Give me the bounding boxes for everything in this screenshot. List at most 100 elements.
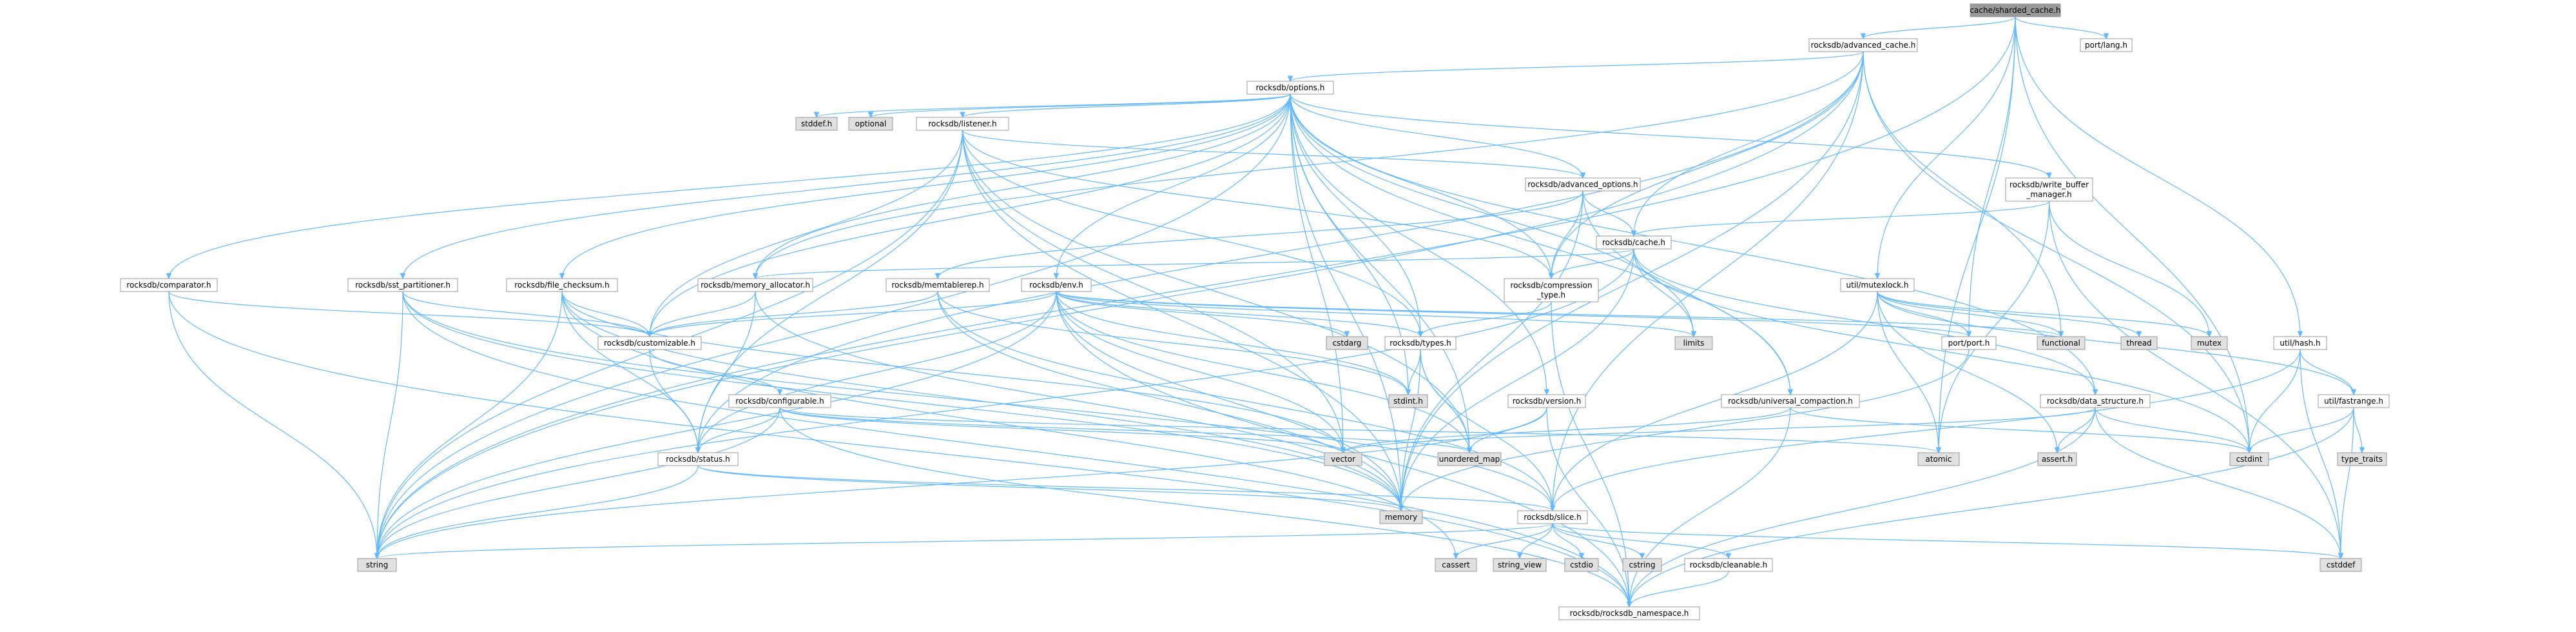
node-label: rocksdb/listener.h	[928, 119, 996, 128]
edge-slice-to-cleanable	[1552, 523, 1732, 560]
node-write-buffer-manager[interactable]: rocksdb/write_buffer_manager.h	[2005, 177, 2093, 202]
graph-edges	[166, 16, 2365, 608]
node-port-lang[interactable]: port/lang.h	[2080, 38, 2133, 52]
node-cache[interactable]: rocksdb/cache.h	[1596, 235, 1672, 250]
edge-comparator-to-customizable	[168, 291, 653, 338]
node-data-structure[interactable]: rocksdb/data_structure.h	[2040, 394, 2151, 408]
edge-cache_sharded-to-mutexlock	[1874, 16, 2016, 280]
edge-slice-to-string_view	[1516, 523, 1553, 560]
node-configurable[interactable]: rocksdb/configurable.h	[728, 394, 831, 408]
graph-nodes: cache/sharded_cache.h rocksdb/advanced_ca…	[120, 3, 2390, 620]
node-vector: vector	[1324, 452, 1362, 466]
node-label: rocksdb/memory_allocator.h	[701, 281, 810, 290]
edge-status-to-memory	[697, 465, 1404, 512]
edge-cache_sharded-to-atomic	[1935, 16, 2016, 454]
edge-advanced_options-to-memtablerep	[935, 190, 1583, 280]
node-util-hash[interactable]: util/hash.h	[2273, 336, 2327, 350]
edge-customizable-to-status	[649, 349, 701, 454]
edge-write_buffer_manager-to-atomic	[1935, 201, 2050, 454]
edge-mutexlock-to-assert	[1877, 291, 2060, 454]
node-file-checksum[interactable]: rocksdb/file_checksum.h	[506, 278, 618, 292]
node-type-traits: type_traits	[2337, 452, 2387, 466]
edge-cache-to-memory_allocator	[752, 248, 1634, 280]
node-label: cstddef	[2327, 560, 2356, 569]
node-label: memory	[1385, 513, 1417, 522]
node-label: cstdio	[1570, 560, 1593, 569]
edge-slice-to-string	[374, 523, 1553, 560]
node-cache-sharded[interactable]: cache/sharded_cache.h	[1970, 3, 2061, 17]
node-label: functional	[2042, 339, 2080, 348]
node-label: atomic	[1925, 455, 1951, 464]
edge-memtablerep-to-slice	[937, 291, 1556, 512]
node-comparator[interactable]: rocksdb/comparator.h	[120, 278, 218, 292]
edge-memory_allocator-to-memory	[755, 291, 1404, 512]
node-universal-compaction[interactable]: rocksdb/universal_compaction.h	[1721, 394, 1860, 408]
node-sst-partitioner[interactable]: rocksdb/sst_partitioner.h	[347, 278, 458, 292]
edge-cleanable-to-rocksdb_namespace	[1626, 571, 1729, 608]
edge-universal_compaction-to-vector	[1340, 407, 1791, 454]
node-label: port/port.h	[1948, 339, 1990, 348]
node-label: unordered_map	[1439, 455, 1500, 464]
edge-advanced_cache-to-cstdint	[1863, 51, 2252, 454]
edge-configurable-to-status	[695, 407, 780, 454]
node-label: rocksdb/universal_compaction.h	[1728, 397, 1853, 406]
node-slice[interactable]: rocksdb/slice.h	[1517, 510, 1588, 524]
node-label: util/hash.h	[2280, 339, 2320, 348]
node-options[interactable]: rocksdb/options.h	[1246, 81, 1334, 95]
node-memtablerep[interactable]: rocksdb/memtablerep.h	[886, 278, 990, 292]
edge-version-to-unordered_map	[1466, 407, 1547, 454]
node-cleanable[interactable]: rocksdb/cleanable.h	[1684, 558, 1773, 572]
edge-env-to-limits	[1056, 291, 1697, 338]
edge-data_structure-to-cstdint	[2095, 407, 2252, 454]
edge-configurable-to-string	[374, 407, 780, 560]
node-status[interactable]: rocksdb/status.h	[657, 452, 739, 466]
node-customizable[interactable]: rocksdb/customizable.h	[597, 336, 702, 350]
edge-listener-to-vector	[962, 130, 1346, 454]
node-advanced-cache[interactable]: rocksdb/advanced_cache.h	[1808, 38, 1918, 52]
node-version[interactable]: rocksdb/version.h	[1507, 394, 1586, 408]
edge-slice-to-cstdio	[1552, 523, 1585, 560]
edge-advanced_options-to-universal_compaction	[1582, 190, 1794, 396]
node-cstddef: cstddef	[2319, 558, 2362, 572]
edge-write_buffer_manager-to-cstddef	[2048, 201, 2344, 560]
node-util-fastrange[interactable]: util/fastrange.h	[2318, 394, 2390, 408]
node-string: string	[357, 558, 397, 572]
node-env[interactable]: rocksdb/env.h	[1021, 278, 1092, 292]
edge-mutexlock-to-thread	[1877, 291, 2142, 338]
edge-options-to-env	[1053, 94, 1291, 280]
node-label: rocksdb/options.h	[1256, 83, 1325, 92]
node-label: rocksdb/rocksdb_namespace.h	[1570, 609, 1689, 618]
node-types[interactable]: rocksdb/types.h	[1384, 336, 1457, 350]
node-port-port[interactable]: port/port.h	[1941, 336, 1997, 350]
node-compression-type[interactable]: rocksdb/compression_type.h	[1504, 278, 1599, 302]
edge-env-to-customizable	[646, 291, 1057, 338]
edge-options-to-vector	[1290, 94, 1346, 454]
edge-options-to-advanced_options	[1290, 94, 1586, 179]
node-cassert: cassert	[1435, 558, 1477, 572]
node-label: thread	[2126, 339, 2151, 348]
node-label: rocksdb/types.h	[1390, 339, 1451, 348]
edge-cache-to-cstdint	[1633, 248, 2252, 454]
node-stdint: stdint.h	[1388, 394, 1428, 408]
node-mutexlock[interactable]: util/mutexlock.h	[1840, 278, 1915, 292]
node-listener[interactable]: rocksdb/listener.h	[916, 117, 1009, 131]
edge-types-to-memory	[1398, 349, 1421, 512]
edge-file_checksum-to-string	[374, 291, 563, 560]
edge-port_port-to-memory	[1398, 349, 1970, 512]
node-label: stddef.h	[801, 119, 832, 128]
edge-slice-to-cstddef	[1552, 523, 2344, 560]
edge-mutexlock-to-atomic	[1877, 291, 1942, 454]
edge-mutexlock-to-port_port	[1877, 291, 1972, 338]
node-label: _type.h	[1536, 291, 1565, 300]
edge-sst_partitioner-to-customizable	[402, 291, 653, 338]
edge-options-to-write_buffer_manager	[1290, 94, 2052, 179]
edge-mutexlock-to-functional	[1877, 291, 2064, 338]
edge-data_structure-to-cstddef	[2095, 407, 2344, 560]
node-rocksdb-namespace[interactable]: rocksdb/rocksdb_namespace.h	[1558, 606, 1700, 620]
node-memory-allocator[interactable]: rocksdb/memory_allocator.h	[697, 278, 813, 292]
edge-util_hash-to-cstddef	[2300, 349, 2344, 560]
node-advanced-options[interactable]: rocksdb/advanced_options.h	[1525, 177, 1641, 192]
edge-slice-to-cassert	[1453, 523, 1553, 560]
node-stddef: stddef.h	[795, 117, 838, 131]
